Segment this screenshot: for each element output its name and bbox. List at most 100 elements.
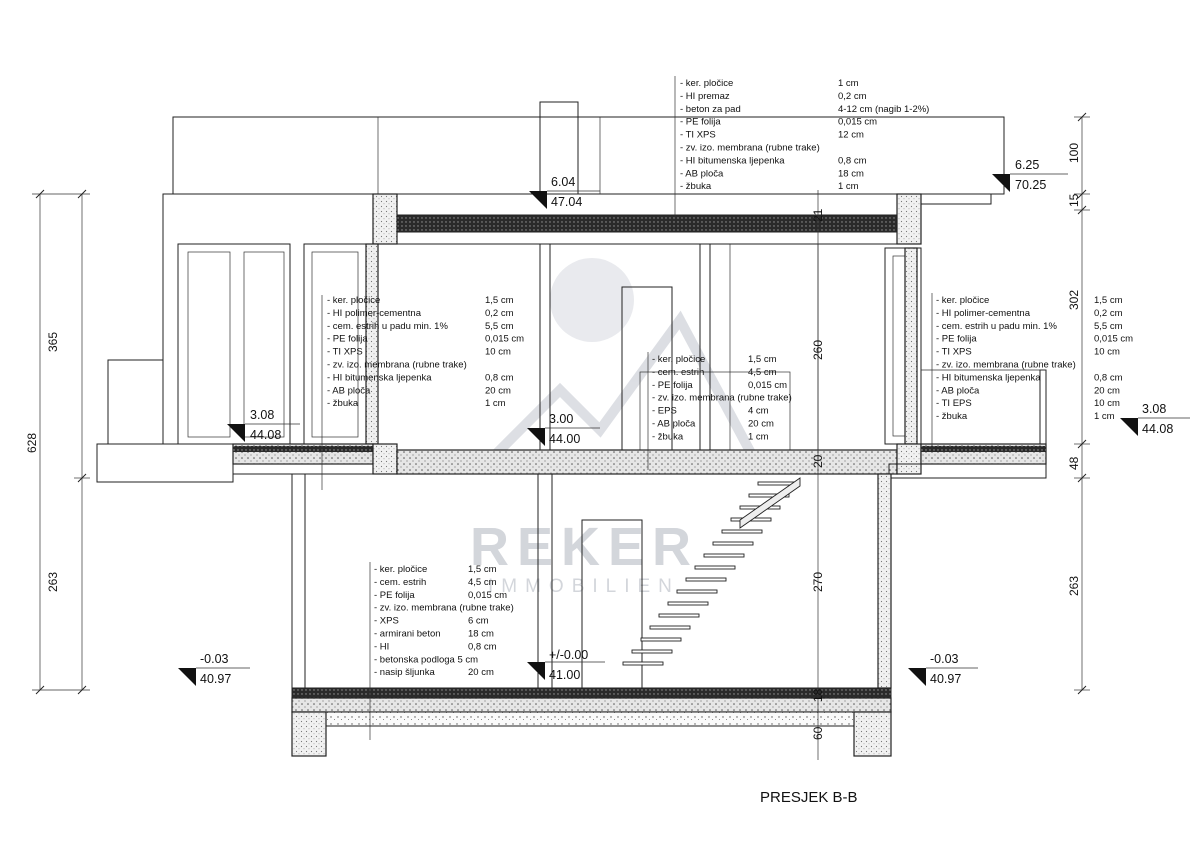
stair-tread (712, 541, 754, 546)
spec-layer: - beton za pad (680, 104, 741, 115)
spec-layer: - HI polimer-cementna (327, 308, 422, 319)
roof-wall-left (372, 193, 398, 245)
spec-layer: - zv. izo. membrana (rubne trake) (327, 360, 467, 371)
dim-inner-roof-slab: 21 (811, 208, 825, 222)
spec-layer: - betonska podloga 5 cm (374, 654, 478, 665)
building-structure (96, 101, 1047, 757)
level-floor1-right: 3.08 44.08 (1120, 402, 1190, 436)
stair-tread (721, 529, 763, 534)
spec-layer: - EPS (652, 406, 677, 417)
watermark-roof-icon (476, 310, 765, 474)
stair-tread (667, 601, 709, 606)
spec-thickness: 1,5 cm (748, 354, 777, 365)
spec-thickness: 1 cm (1094, 411, 1115, 422)
spec-layer: - ker. pločice (652, 354, 705, 365)
level-roof-right-rel: 6.25 (1015, 158, 1039, 172)
spec-layer: - TI XPS (327, 347, 363, 358)
level-floor1-mid-rel: 3.00 (549, 412, 573, 426)
spec-thickness: 20 cm (748, 419, 774, 430)
spec-layer: - HI bitumenska ljepenka (680, 155, 785, 166)
dimensions-inner: 21 260 20 270 18 60 (811, 190, 825, 760)
spec-layer: - cem. estrih (374, 577, 426, 588)
level-floor1-mid-abs: 44.00 (549, 432, 580, 446)
spec-layer: - cem. estrih u padu min. 1% (936, 321, 1057, 332)
spec-layer: - ker. pločice (936, 295, 989, 306)
stair-tread (694, 565, 736, 570)
roof-parapet (172, 116, 1005, 195)
wall-right-upper (904, 247, 918, 445)
spec-thickness: 20 cm (485, 385, 511, 396)
slab-wall-left (372, 443, 398, 475)
spec-thickness: 18 cm (468, 629, 494, 640)
spec-layer: - AB ploča (936, 385, 980, 396)
spec-layer: - žbuka (680, 181, 712, 192)
spec-thickness: 10 cm (485, 347, 511, 358)
dim-right-slab: 48 (1067, 456, 1081, 470)
staircase (622, 477, 801, 666)
spec-layer: - TI EPS (936, 398, 972, 409)
spec-layer: - PE folija (680, 117, 721, 128)
dimensions-left: 628 365 263 (25, 189, 90, 695)
spec-thickness: 0,015 cm (838, 117, 877, 128)
dim-right-upper: 302 (1067, 290, 1081, 310)
level-ground-mid-abs: 41.00 (549, 668, 580, 682)
spec-layer: - HI premaz (680, 91, 730, 102)
spec-layer: - PE folija (936, 334, 977, 345)
roof-wall-right (896, 193, 922, 245)
spec-thickness: 5,5 cm (1094, 321, 1123, 332)
dim-left-total: 628 (25, 433, 39, 453)
level-floor1-left: 3.08 44.08 (227, 408, 300, 442)
spec-thickness: 4,5 cm (748, 367, 777, 378)
slab-wall-right (896, 443, 922, 475)
level-roof-right-abs: 70.25 (1015, 178, 1046, 192)
stair-landing (739, 477, 801, 529)
foundation-left (291, 711, 327, 757)
dimensions-right: 100 15 302 48 263 (1067, 112, 1090, 695)
level-floor1-right-rel: 3.08 (1142, 402, 1166, 416)
spec-thickness: 0,8 cm (1094, 372, 1123, 383)
spec-thickness: 6 cm (468, 616, 489, 627)
spec-layer: - zv. izo. membrana (rubne trake) (374, 603, 514, 614)
spec-thickness: 0,2 cm (838, 91, 867, 102)
spec-layer: - AB ploča (680, 168, 724, 179)
spec-layer: - PE folija (652, 380, 693, 391)
watermark-sub: IMMOBILIEN (488, 576, 680, 597)
watermark-brand: REKER (470, 517, 699, 577)
spec-layer: - cem. estrih u padu min. 1% (327, 321, 448, 332)
level-ground-right: -0.03 40.97 (908, 652, 978, 686)
first-floor-slab (396, 449, 898, 475)
spec-layer: - ker. pločice (374, 564, 427, 575)
spec-thickness: 10 cm (1094, 398, 1120, 409)
spec-thickness: 0,8 cm (485, 372, 514, 383)
level-roof-right: 6.25 70.25 (992, 158, 1068, 192)
level-markers: 6.25 70.25 6.04 47.04 3.08 44.08 3.00 44… (178, 158, 1190, 686)
spec-thickness: 1 cm (748, 431, 769, 442)
balcony-left-slab (96, 443, 234, 483)
ground-slab (291, 697, 892, 713)
spec-layer: - AB ploča (652, 419, 696, 430)
spec-thickness: 0,8 cm (838, 155, 867, 166)
level-roof-mid-rel: 6.04 (551, 175, 575, 189)
dim-left-lower: 263 (46, 572, 60, 592)
spec-layer: - HI bitumenska ljepenka (936, 372, 1041, 383)
stair-tread (658, 613, 700, 618)
spec-thickness: 0,2 cm (485, 308, 514, 319)
dim-right-lower: 263 (1067, 576, 1081, 596)
level-ground-left-abs: 40.97 (200, 672, 231, 686)
wall-right-ground (877, 473, 892, 689)
level-floor1-mid: 3.00 44.00 (527, 412, 600, 446)
spec-thickness: 20 cm (1094, 385, 1120, 396)
level-ground-right-abs: 40.97 (930, 672, 961, 686)
terrace-right-edge (888, 463, 1047, 479)
spec-layer: - žbuka (327, 398, 359, 409)
spec-layer: - AB ploča (327, 385, 371, 396)
spec-thickness: 1,5 cm (485, 295, 514, 306)
watermark-sun-icon (550, 258, 634, 342)
spec-layer: - HI polimer-cementna (936, 308, 1031, 319)
spec-layer: - žbuka (936, 411, 968, 422)
